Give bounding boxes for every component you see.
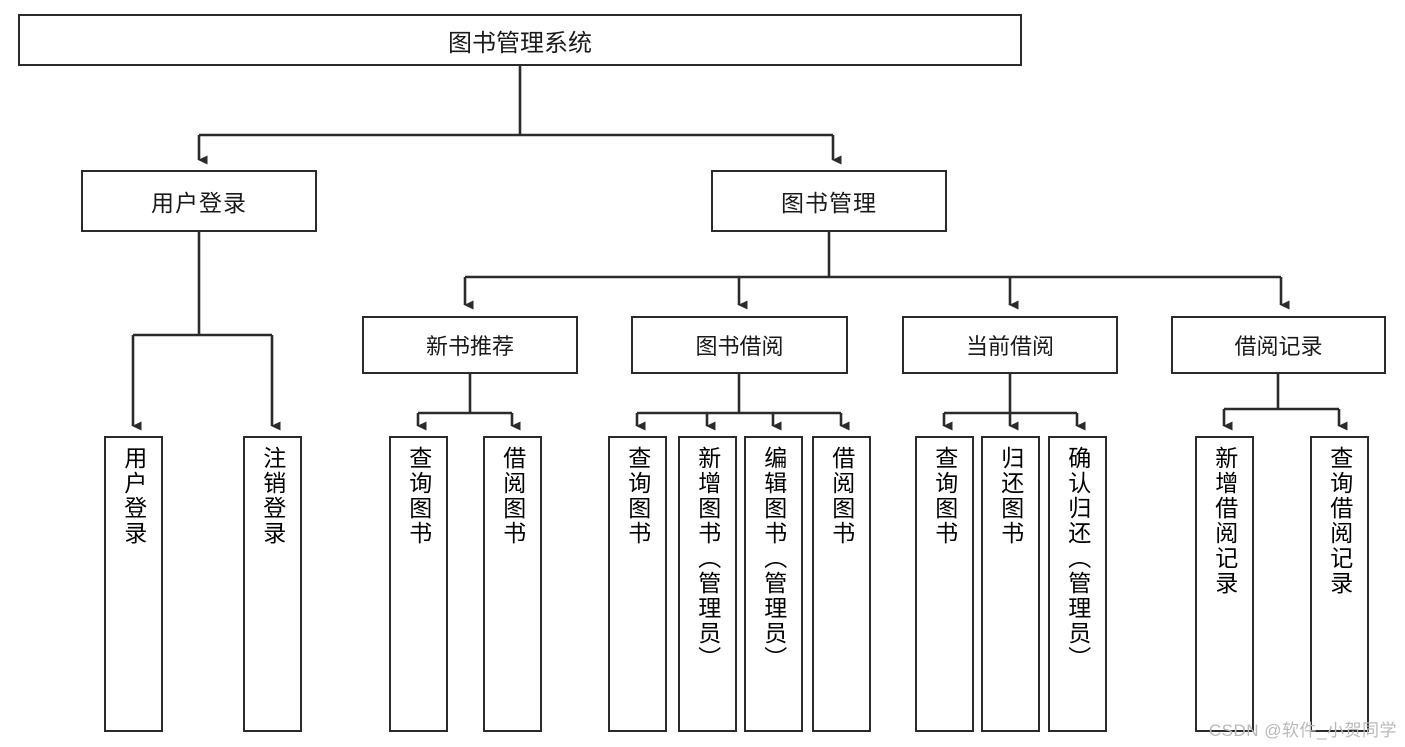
watermark-text: CSDN @软件_小贺同学 [1208,721,1397,740]
leaf-label: 借阅图书 [499,446,526,546]
leaf-label: 确认归还（管理员） [1064,446,1091,671]
leaf-label: 注销登录 [259,446,286,546]
leaf-user-login-login[interactable]: 用户登录 [104,436,163,732]
node-label: 借阅记录 [1234,334,1323,359]
leaf-record-add-record[interactable]: 新增借阅记录 [1195,436,1254,732]
node-label: 用户登录 [151,190,247,216]
leaf-label: 查询图书 [624,446,651,546]
leaf-label: 归还图书 [997,446,1024,546]
leaf-borrow-borrow-book[interactable]: 借阅图书 [812,436,871,732]
leaf-current-query-book[interactable]: 查询图书 [915,436,974,732]
leaf-recommend-borrow-book[interactable]: 借阅图书 [483,436,542,732]
leaf-recommend-query-book[interactable]: 查询图书 [389,436,448,732]
node-label: 新书推荐 [425,334,514,359]
leaf-label: 新增借阅记录 [1211,446,1238,596]
leaf-label: 新增图书（管理员） [694,446,721,671]
leaf-label: 查询图书 [405,446,432,546]
node-book-management[interactable]: 图书管理 [711,170,947,232]
leaf-current-confirm-return[interactable]: 确认归还（管理员） [1048,436,1107,732]
node-label: 图书管理系统 [448,29,592,57]
node-current-borrow[interactable]: 当前借阅 [902,316,1118,374]
leaf-borrow-edit-book[interactable]: 编辑图书（管理员） [744,436,803,732]
leaf-current-return-book[interactable]: 归还图书 [981,436,1040,732]
leaf-borrow-add-book[interactable]: 新增图书（管理员） [678,436,737,732]
node-label: 图书管理 [781,190,877,216]
node-label: 图书借阅 [695,334,784,359]
node-label: 当前借阅 [965,334,1054,359]
leaf-borrow-query-book[interactable]: 查询图书 [608,436,667,732]
leaf-label: 借阅图书 [828,446,855,546]
node-new-book-recommend[interactable]: 新书推荐 [362,316,578,374]
node-book-borrow[interactable]: 图书借阅 [631,316,848,374]
leaf-label: 编辑图书（管理员） [760,446,787,671]
leaf-label: 查询借阅记录 [1326,446,1353,596]
node-user-login[interactable]: 用户登录 [81,170,317,232]
leaf-label: 查询图书 [931,446,958,546]
node-borrow-record[interactable]: 借阅记录 [1171,316,1386,374]
leaf-label: 用户登录 [120,446,147,546]
leaf-user-login-logout[interactable]: 注销登录 [243,436,302,732]
node-root-system[interactable]: 图书管理系统 [18,14,1022,66]
leaf-record-query-record[interactable]: 查询借阅记录 [1310,436,1369,732]
